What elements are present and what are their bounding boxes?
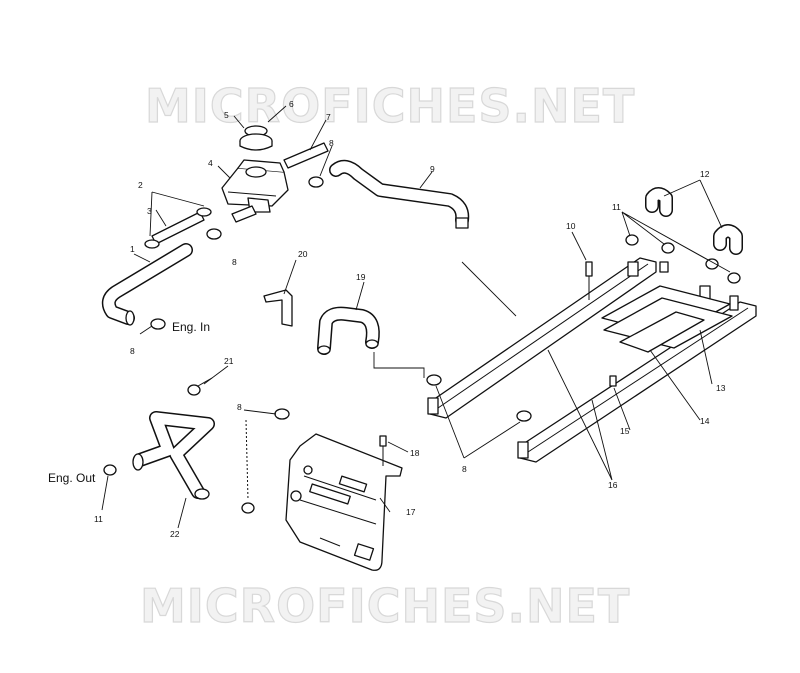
clamp-8-near-res [206, 228, 222, 240]
screw-15 [609, 375, 617, 387]
clamp-11-c [705, 258, 719, 270]
clamp-8-rail-a [426, 374, 442, 386]
callout-11-eng-out: 11 [94, 514, 103, 524]
clamp-8-low [241, 502, 255, 514]
heat-exchanger-rail-left [427, 257, 669, 419]
callout-17: 17 [406, 507, 416, 517]
callout-21: 21 [224, 356, 234, 366]
callout-1: 1 [130, 244, 135, 254]
u-hose [317, 306, 380, 355]
callout-12: 12 [700, 169, 710, 179]
clamp-8-top [308, 176, 324, 188]
callout-18: 18 [410, 448, 420, 458]
clamp-11-a [625, 234, 639, 246]
clamp-11-eng-out [103, 464, 117, 476]
engine-out-hose [132, 411, 215, 500]
watermark-bottom: MICROFICHES.NET [140, 579, 630, 633]
coolant-reservoir [221, 159, 289, 223]
callout-7: 7 [326, 112, 331, 122]
callout-5: 5 [224, 110, 229, 120]
callout-20: 20 [298, 249, 308, 259]
callout-10: 10 [566, 221, 576, 231]
engine-out-label: Eng. Out [48, 471, 96, 485]
clamp-11-b [661, 242, 675, 254]
callout-13: 13 [716, 383, 726, 393]
callout-9: 9 [430, 164, 435, 174]
upper-hose [329, 159, 470, 229]
callout-15: 15 [620, 426, 630, 436]
heat-shield-plate [285, 433, 403, 571]
callout-8-mid: 8 [237, 402, 242, 412]
callout-8-res: 8 [232, 257, 237, 267]
callout-8-rail: 8 [462, 464, 467, 474]
heat-exchanger-rail-right [517, 285, 757, 463]
callout-16: 16 [608, 480, 618, 490]
coolant-cap [239, 125, 273, 151]
bracket [263, 289, 293, 327]
screw-10 [585, 261, 593, 300]
clamp-8-eng-in [150, 318, 166, 330]
callout-8-top: 8 [329, 138, 334, 148]
callout-8-eng-in: 8 [130, 346, 135, 356]
callout-6: 6 [289, 99, 294, 109]
elbow-hose-12a [645, 187, 673, 217]
callout-14: 14 [700, 416, 710, 426]
watermark-top: MICROFICHES.NET [145, 79, 635, 133]
engine-in-label: Eng. In [172, 320, 210, 334]
clamp-2b [196, 207, 212, 217]
clamp-8-mid [274, 408, 290, 420]
clamp-11-d [727, 272, 741, 284]
callout-22: 22 [170, 529, 180, 539]
gasket [619, 311, 705, 353]
clamp-2a [144, 239, 160, 249]
engine-in-hose [101, 243, 193, 326]
callout-2: 2 [138, 180, 143, 190]
callout-4: 4 [208, 158, 213, 168]
elbow-hose-12b [713, 224, 743, 255]
clamp-8-rail-b [516, 410, 532, 422]
callout-19: 19 [356, 272, 366, 282]
callout-3: 3 [147, 206, 152, 216]
screw-18 [379, 435, 387, 466]
overflow-tube [283, 142, 329, 169]
callout-11-upper: 11 [612, 202, 621, 212]
